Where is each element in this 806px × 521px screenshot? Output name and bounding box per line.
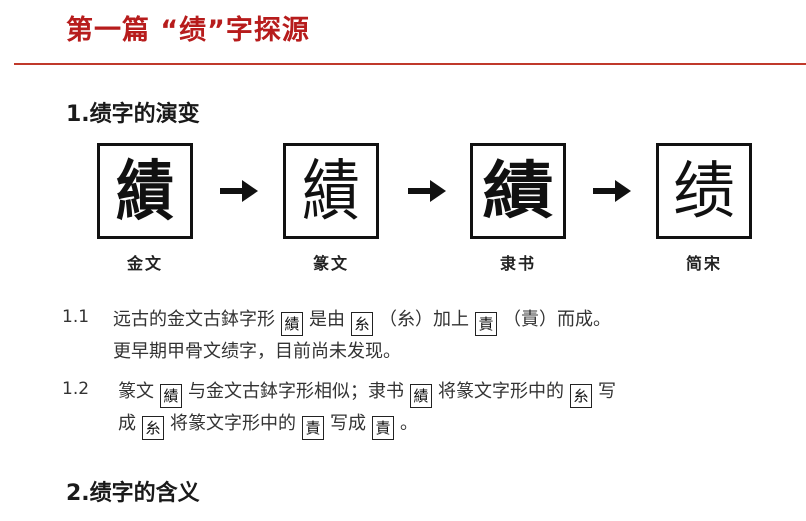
text-segment: 。 [400,413,418,434]
item-1-1-line-2: 更早期甲骨文绩字，目前尚未发现。 [113,341,401,362]
stage-seal-box: 績 [283,143,379,239]
text-segment: 是由 [309,309,345,330]
stage-simplified-box: 绩 [656,143,752,239]
inline-glyph: 責 [302,416,324,440]
inline-glyph: 績 [160,384,182,408]
evolution-diagram: 績 績 績 绩 金文 篆文 隶书 简宋 [0,140,806,280]
text-segment: 与金文古鉢字形相似；隶书 [188,381,404,402]
inline-glyph: 績 [281,312,303,336]
stage-seal-glyph: 績 [301,151,360,231]
section-2-heading: 2.绩字的含义 [66,481,200,506]
stage-bronze-label: 金文 [126,254,163,273]
arrow-icon [408,180,446,202]
text-segment: （責）而成。 [503,309,611,330]
section-1-heading: 1.绩字的演变 [66,102,200,127]
stage-bronze-box: 績 [97,143,193,239]
stage-bronze-glyph: 績 [115,152,174,230]
stage-seal-label: 篆文 [312,254,349,273]
inline-glyph: 糸 [351,312,373,336]
text-segment: 远古的金文古鉢字形 [113,309,275,330]
item-1-2-line-1: 篆文績与金文古鉢字形相似；隶书績将篆文字形中的糸写 [118,377,616,408]
inline-glyph: 糸 [142,416,164,440]
inline-glyph: 糸 [570,384,592,408]
title-divider [14,63,806,65]
stage-clerical-box: 績 [470,143,566,239]
text-segment: 将篆文字形中的 [170,413,296,434]
text-segment: 篆文 [118,381,154,402]
item-number: 1.2 [62,379,90,399]
item-number: 1.1 [62,307,90,327]
inline-glyph: 績 [410,384,432,408]
stage-clerical-glyph: 績 [482,154,554,227]
text-segment: 写成 [330,413,366,434]
text-segment: 成 [118,413,136,434]
stage-simplified-glyph: 绩 [672,154,735,227]
text-segment: 写 [598,381,616,402]
inline-glyph: 責 [372,416,394,440]
arrow-icon [593,180,631,202]
page-title: 第一篇 “绩”字探源 [66,15,310,46]
text-segment: 将篆文字形中的 [438,381,564,402]
text-segment: （糸）加上 [379,309,469,330]
item-1-1-line-1: 远古的金文古鉢字形績是由糸 （糸）加上責 （責）而成。 [113,305,611,336]
arrow-icon [220,180,258,202]
stage-clerical-label: 隶书 [499,254,536,273]
inline-glyph: 責 [475,312,497,336]
stage-simplified-label: 简宋 [685,254,722,273]
item-1-2-line-2: 成糸将篆文字形中的責写成責。 [118,409,418,440]
